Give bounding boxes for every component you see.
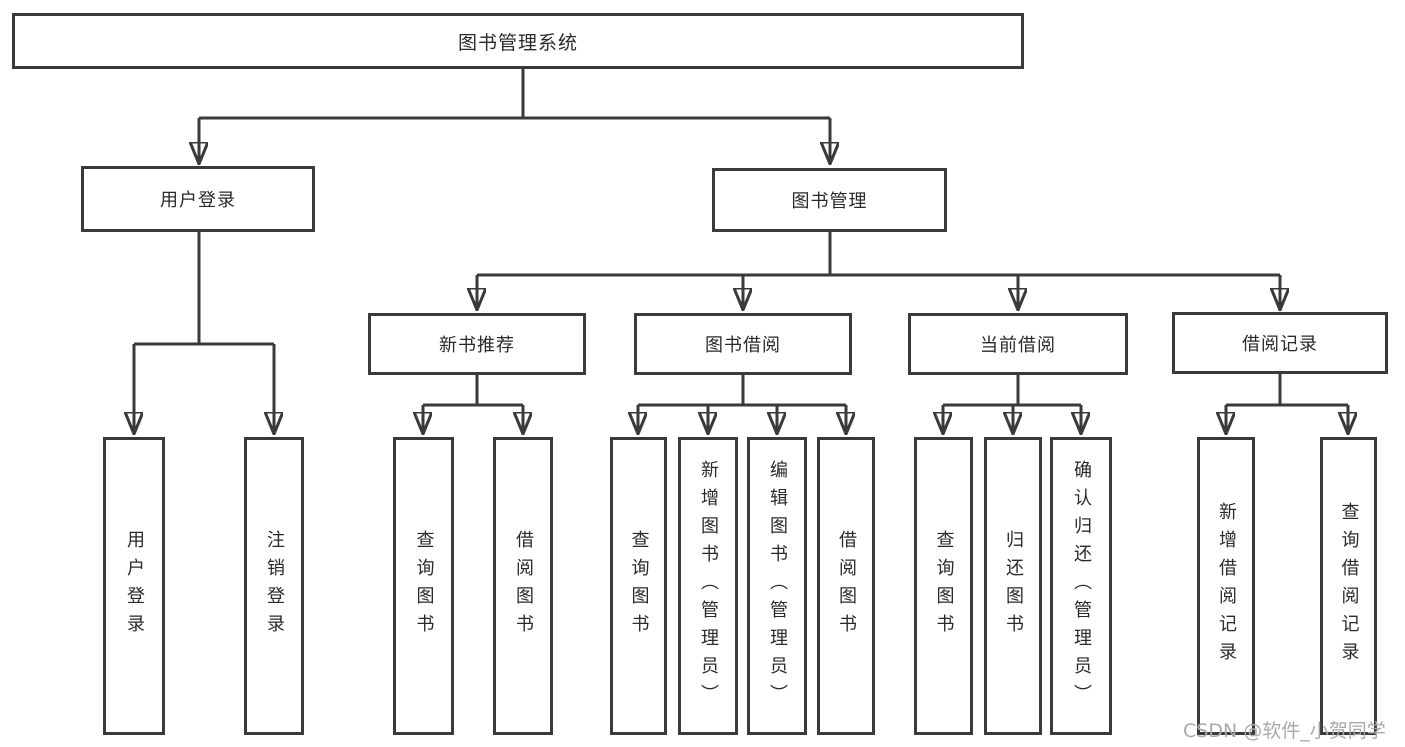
node-new-book-recommend: 新书推荐: [368, 313, 586, 375]
node-user-login-label: 用户登录: [160, 190, 236, 211]
leaf-borrow-book-recommend-label: 借阅图书: [513, 530, 534, 642]
leaf-borrow-book-label: 借阅图书: [836, 530, 857, 642]
node-root-system: 图书管理系统: [12, 13, 1024, 69]
leaf-confirm-return-admin-label: 确认归还（管理员）: [1071, 460, 1092, 712]
leaf-edit-book-admin-label: 编辑图书（管理员）: [767, 460, 788, 712]
leaf-confirm-return-admin: 确认归还（管理员）: [1050, 437, 1112, 735]
leaf-borrow-book: 借阅图书: [817, 437, 875, 735]
leaf-borrow-book-recommend: 借阅图书: [493, 437, 553, 735]
csdn-watermark: CSDN @软件_小贺同学: [1183, 720, 1386, 742]
leaf-add-book-admin-label: 新增图书（管理员）: [698, 460, 719, 712]
leaf-return-book: 归还图书: [984, 437, 1042, 735]
leaf-query-borrow-record: 查询借阅记录: [1320, 437, 1377, 735]
leaf-return-book-label: 归还图书: [1003, 530, 1024, 642]
leaf-edit-book-admin: 编辑图书（管理员）: [747, 437, 807, 735]
node-root-system-label: 图书管理系统: [457, 31, 578, 54]
node-current-borrowing: 当前借阅: [908, 313, 1128, 375]
leaf-query-book-current: 查询图书: [914, 437, 973, 735]
connector-line-set: [134, 69, 1348, 407]
node-book-management: 图书管理: [712, 168, 947, 232]
leaf-user-login-label: 用户登录: [124, 530, 145, 642]
node-borrowing-records: 借阅记录: [1172, 312, 1388, 374]
node-book-borrowing: 图书借阅: [634, 313, 852, 375]
node-current-borrowing-label: 当前借阅: [980, 335, 1056, 356]
leaf-add-borrow-record-label: 新增借阅记录: [1216, 502, 1237, 670]
node-user-login: 用户登录: [81, 166, 315, 232]
leaf-query-borrow-record-label: 查询借阅记录: [1338, 502, 1360, 670]
node-book-borrowing-label: 图书借阅: [705, 335, 781, 356]
leaf-query-book-current-label: 查询图书: [933, 530, 955, 642]
leaf-add-book-admin: 新增图书（管理员）: [678, 437, 738, 735]
leaf-user-login: 用户登录: [103, 437, 165, 735]
leaf-query-book-borrowing: 查询图书: [610, 437, 667, 735]
leaf-query-book-recommend: 查询图书: [393, 437, 454, 735]
leaf-query-book-recommend-label: 查询图书: [413, 530, 435, 642]
leaf-add-borrow-record: 新增借阅记录: [1197, 437, 1255, 735]
node-new-book-recommend-label: 新书推荐: [439, 335, 515, 356]
node-borrowing-records-label: 借阅记录: [1242, 334, 1318, 355]
leaf-query-book-borrowing-label: 查询图书: [628, 530, 650, 642]
leaf-logout: 注销登录: [244, 437, 304, 735]
leaf-logout-label: 注销登录: [264, 530, 285, 642]
node-book-management-label: 图书管理: [791, 191, 868, 212]
